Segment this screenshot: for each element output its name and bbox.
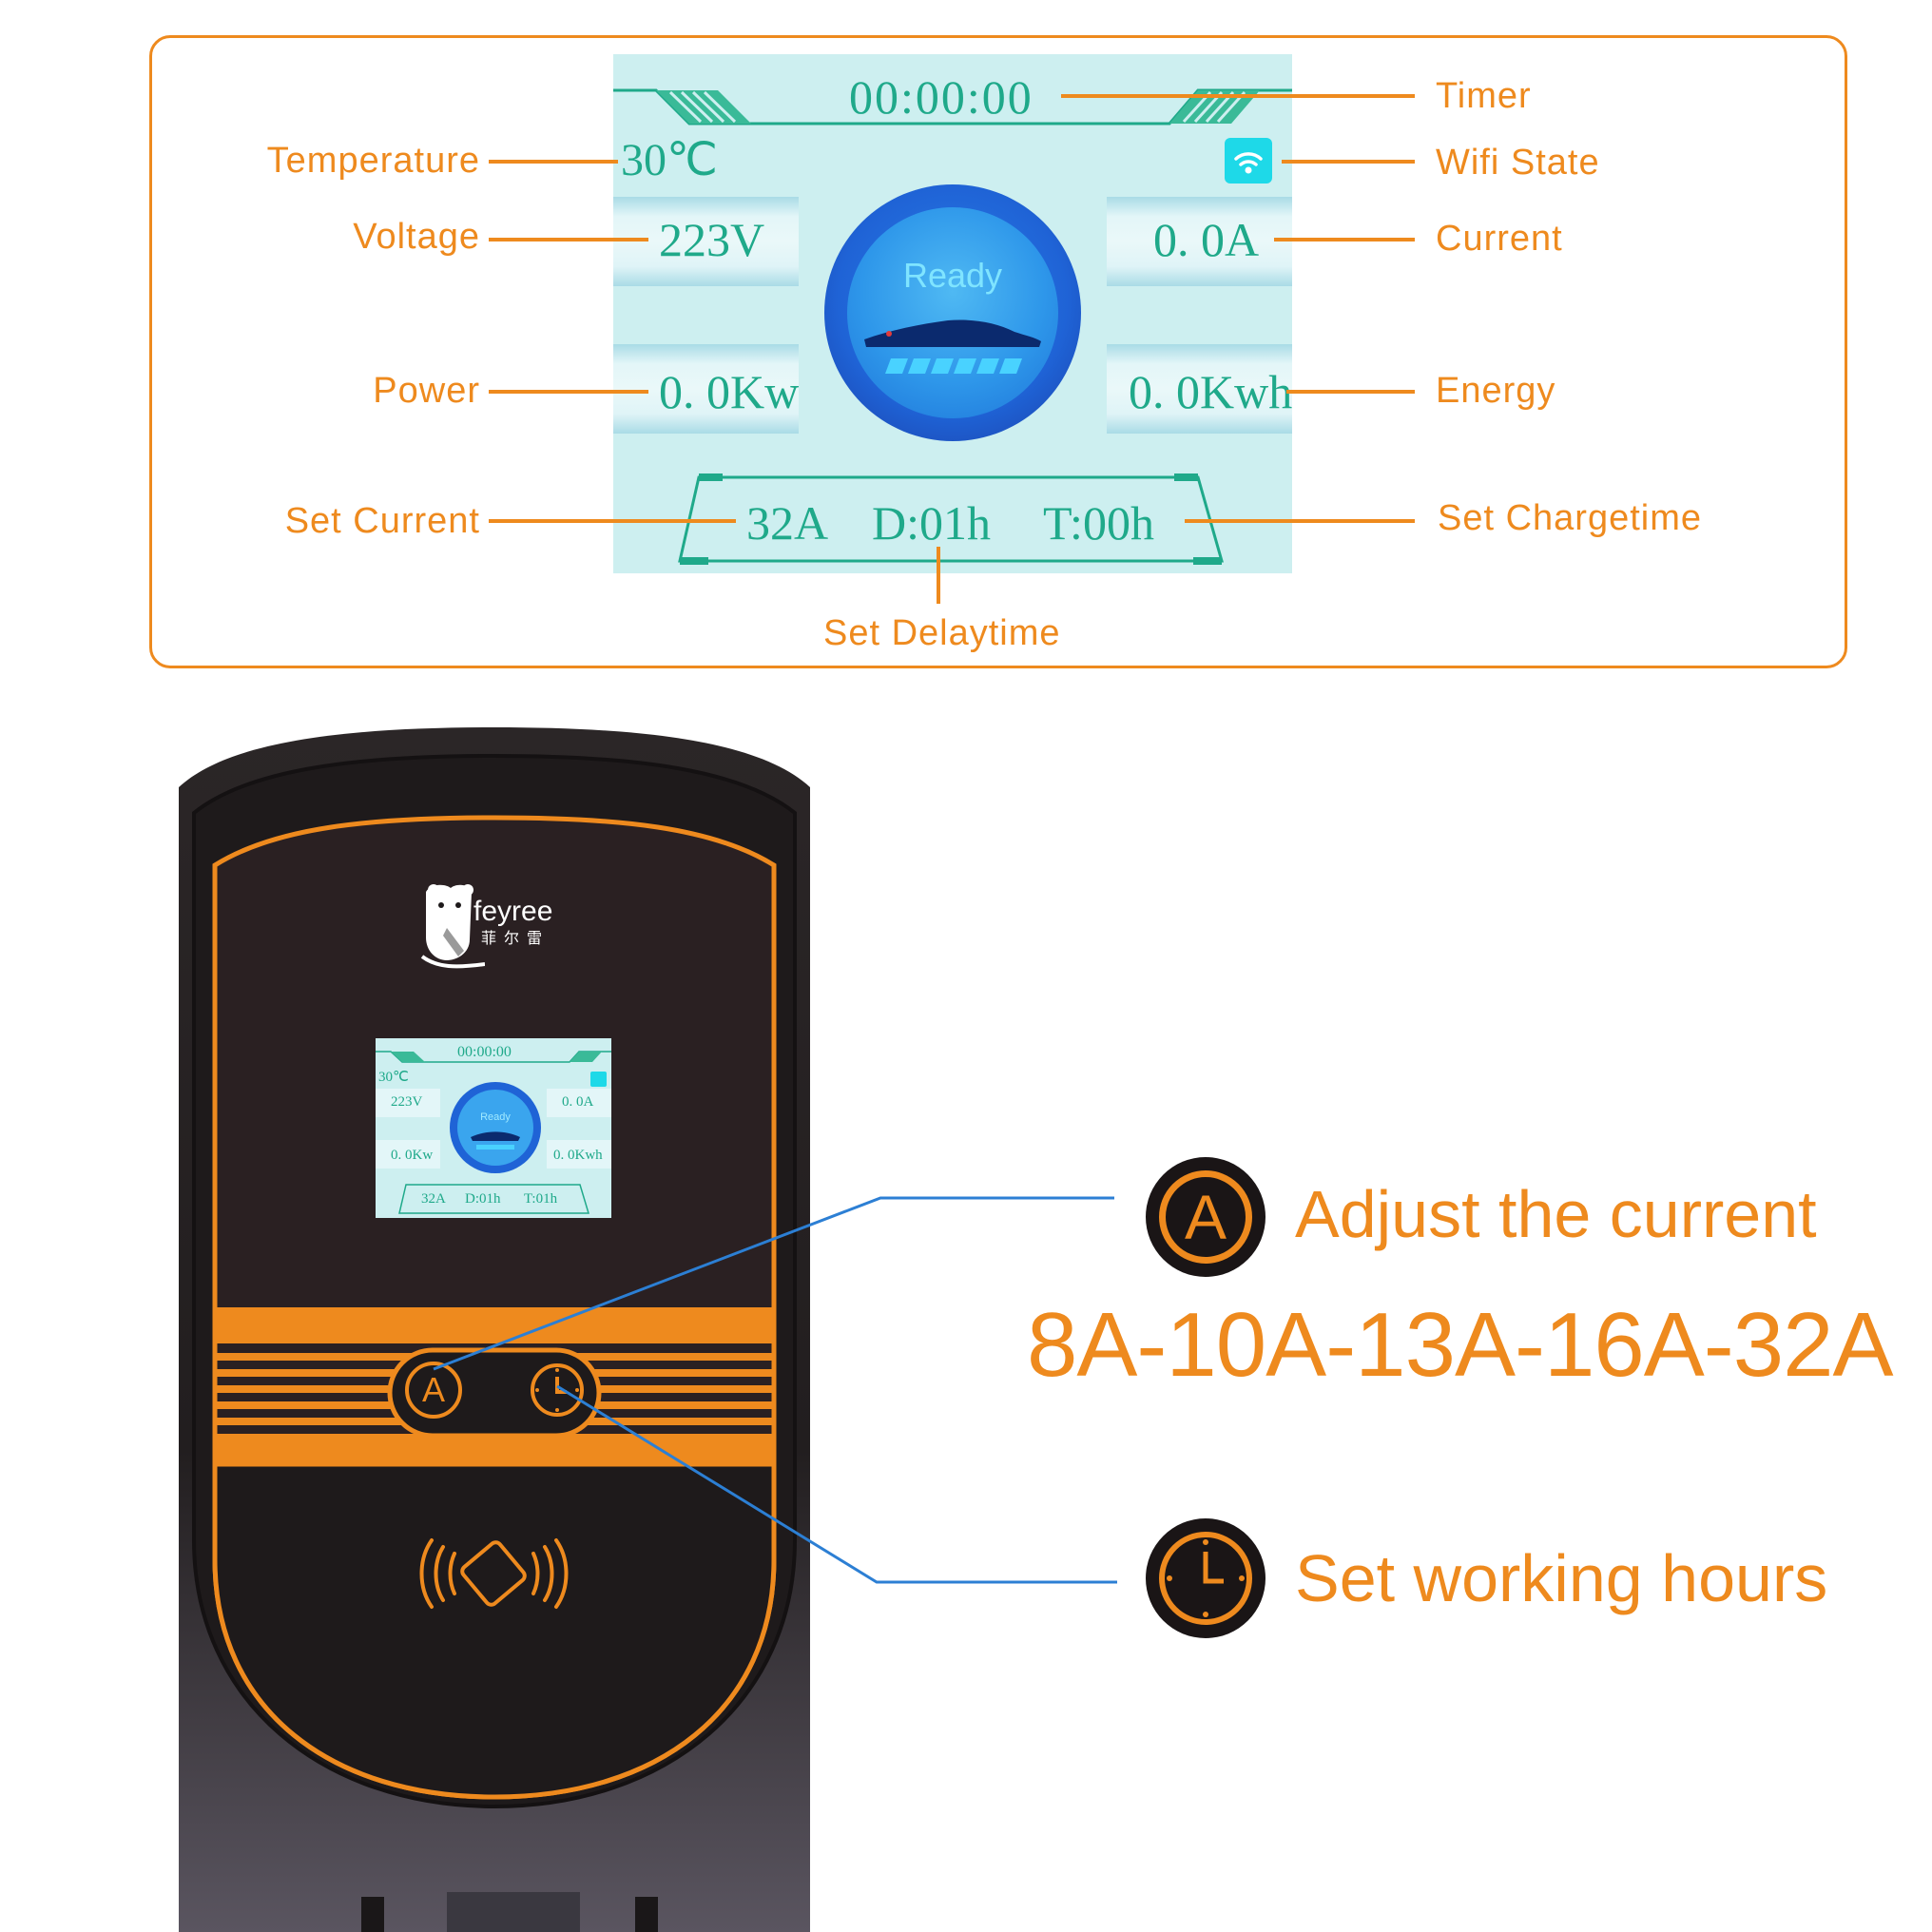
rfid-card-icon[interactable] [411, 1526, 577, 1621]
working-hours-feature-icon [1146, 1518, 1265, 1638]
wifi-state-label: Wifi State [1436, 143, 1600, 183]
lcd-set-current: 32A [746, 496, 829, 550]
lcd-temperature: 30℃ [621, 135, 718, 185]
lcd-decorations [613, 88, 1292, 565]
brand-name: feyree [473, 896, 553, 927]
lcd-voltage: 223V [659, 213, 765, 266]
timer-label: Timer [1436, 76, 1532, 116]
small-lcd-power: 0. 0Kw [391, 1148, 434, 1163]
small-lcd-set-current: 32A [421, 1191, 446, 1207]
status-ring: Ready [824, 184, 1081, 441]
energy-band [1107, 344, 1292, 434]
set-current-leader [489, 519, 736, 523]
lcd-charge-time: T:00h [1043, 496, 1154, 550]
clock-icon [1159, 1532, 1252, 1625]
lcd-power: 0. 0Kw [659, 365, 800, 418]
lcd-screen-small: 00:00:00 30℃ 223V 0. 0A 0. 0Kw 0. 0Kwh R… [376, 1038, 611, 1218]
lcd-energy: 0. 0Kwh [1129, 365, 1293, 418]
power-band [613, 344, 799, 434]
current-leader [1274, 238, 1415, 242]
small-lcd-temperature: 30℃ [378, 1070, 409, 1085]
small-lcd-energy: 0. 0Kwh [553, 1148, 603, 1163]
lcd-timer: 00:00:00 [849, 70, 1034, 124]
set-delaytime-leader [937, 547, 940, 604]
lcd-current: 0. 0A [1153, 213, 1260, 266]
energy-label: Energy [1436, 371, 1556, 411]
adjust-current-label: Adjust the current [1295, 1177, 1817, 1251]
current-band [1107, 197, 1292, 286]
lcd-delay-time: D:01h [872, 496, 991, 550]
a-circle-icon: A [1159, 1170, 1252, 1264]
adjust-current-button[interactable]: A [405, 1362, 462, 1419]
small-lcd-delay-time: D:01h [465, 1191, 501, 1207]
current-range-text: 8A-10A-13A-16A-32A [1027, 1294, 1894, 1396]
set-chargetime-leader [1185, 519, 1415, 523]
small-lcd-charge-time: T:01h [524, 1191, 558, 1207]
status-disc [847, 207, 1058, 418]
car-icon [864, 319, 1041, 374]
button-a-letter: A [421, 1370, 445, 1409]
set-current-label: Set Current [284, 501, 480, 541]
lcd-screen-large: 00:00:00 30℃ 223V 0. 0A 0. 0Kw 0. 0Kwh 3… [613, 54, 1292, 573]
voltage-band [613, 197, 799, 286]
working-hours-label: Set working hours [1295, 1541, 1828, 1615]
status-text: Ready [902, 256, 1003, 295]
charger-device [179, 727, 810, 1932]
temperature-label: Temperature [266, 141, 480, 181]
small-lcd-timer: 00:00:00 [457, 1044, 512, 1060]
small-lcd-status: Ready [480, 1111, 511, 1123]
callout-lines [433, 1196, 1117, 1584]
clock-icon [531, 1363, 584, 1417]
set-delaytime-label: Set Delaytime [823, 613, 1061, 653]
small-lcd-decorations [376, 1051, 611, 1214]
wifi-icon [1225, 138, 1272, 184]
set-hours-button[interactable] [529, 1362, 586, 1419]
wifi-leader [1282, 160, 1415, 164]
temperature-leader [489, 160, 618, 164]
timer-leader [1061, 94, 1415, 98]
voltage-leader [489, 238, 648, 242]
current-label: Current [1436, 219, 1563, 259]
lcd-legend-frame [149, 35, 1847, 668]
timer-stripes-left [656, 90, 751, 124]
bear-logo-icon [420, 884, 485, 969]
small-lcd-voltage: 223V [391, 1094, 423, 1110]
brand-chinese: 菲尔雷 [481, 931, 551, 947]
power-leader [489, 390, 648, 394]
voltage-label: Voltage [353, 217, 480, 257]
small-lcd-current: 0. 0A [562, 1094, 594, 1110]
set-chargetime-label: Set Chargetime [1438, 498, 1703, 538]
power-label: Power [373, 371, 480, 411]
adjust-current-feature-icon: A [1146, 1157, 1265, 1277]
energy-leader [1286, 390, 1415, 394]
